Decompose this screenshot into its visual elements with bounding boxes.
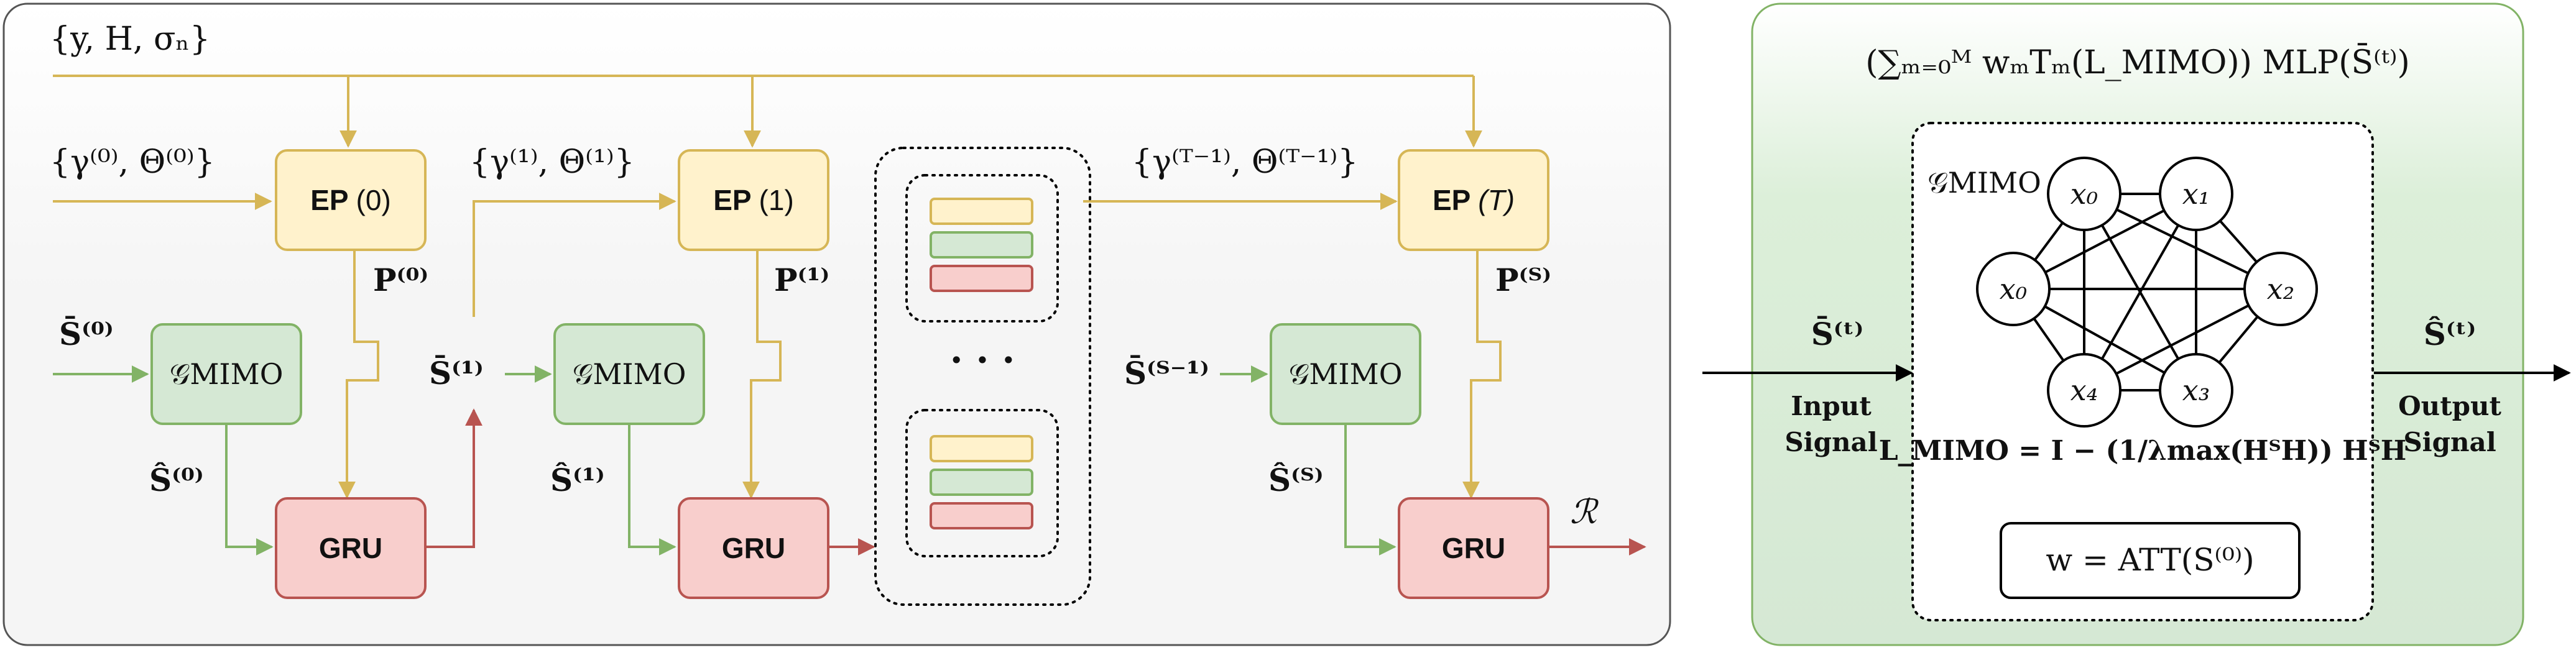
ep-block-T-index: (T) bbox=[1478, 184, 1515, 216]
gru-block-0-label: GRU bbox=[319, 532, 382, 564]
p-label-T: P⁽ᵀ⁾ bbox=[1495, 262, 1551, 298]
panel-output-symbol: Ŝ⁽ᵗ⁾ bbox=[2424, 316, 2476, 352]
panel-output-text-2: Signal bbox=[2403, 427, 2496, 457]
graph-node-x1: x₁ bbox=[2159, 157, 2233, 231]
ellipsis-dots: · · · bbox=[950, 339, 1015, 382]
gru-block-T-label: GRU bbox=[1442, 532, 1505, 564]
graph-dashed-box bbox=[1911, 122, 2374, 621]
ep-block-0-index: (0) bbox=[356, 184, 391, 216]
gru-block-T: GRU bbox=[1398, 497, 1549, 599]
ep-block-0: EP (0) bbox=[275, 149, 427, 251]
svg-text:x₀: x₀ bbox=[2000, 272, 2027, 306]
svg-text:x₂: x₂ bbox=[2267, 272, 2294, 306]
gnn-block-T-label: 𝒢MIMO bbox=[1289, 357, 1403, 391]
panel-attention: w = ATT(S⁽⁰⁾) bbox=[2046, 542, 2254, 578]
gru-block-1-label: GRU bbox=[722, 532, 785, 564]
ep-block-T-label: EP bbox=[1433, 184, 1470, 216]
gnn-block-T: 𝒢MIMO bbox=[1270, 323, 1421, 425]
graph-node-x4: x₄ bbox=[2047, 353, 2121, 428]
ep-block-1-label: EP bbox=[713, 184, 751, 216]
output-label: ℛ bbox=[1570, 492, 1599, 531]
shat-label-1: Ŝ⁽¹⁾ bbox=[550, 462, 605, 498]
gnn-block-1-label: 𝒢MIMO bbox=[573, 357, 686, 391]
p-label-1: P⁽¹⁾ bbox=[774, 262, 829, 298]
init-1-label: {γ⁽¹⁾, Θ⁽¹⁾} bbox=[469, 144, 635, 181]
panel-output-text-1: Output bbox=[2398, 391, 2501, 421]
global-input-label: {y, H, σₙ} bbox=[50, 21, 210, 58]
ep-block-T: EP (T) bbox=[1398, 149, 1549, 251]
global-input-lines bbox=[53, 75, 1482, 148]
gru-block-0: GRU bbox=[275, 497, 427, 599]
ep-block-0-label: EP bbox=[310, 184, 348, 216]
svg-text:EP (1): EP (1) bbox=[713, 184, 794, 216]
gru-0-output-arrow bbox=[425, 408, 482, 548]
panel-formula-top: (∑ₘ₌₀ᴹ wₘTₘ(L_MIMO)) MLP(S̄⁽ᵗ⁾) bbox=[1865, 43, 2410, 81]
panel-laplacian: L_MIMO = I − (1/λmax(HᵀH)) HᵀH bbox=[1879, 435, 2407, 467]
gnn-to-gru-links bbox=[225, 424, 1396, 556]
ellipsis-group: · · · bbox=[874, 147, 1091, 606]
shat-label-0: Ŝ⁽⁰⁾ bbox=[149, 462, 204, 498]
gnn-block-0: 𝒢MIMO bbox=[150, 323, 302, 425]
graph-node-x0-top: x₀ bbox=[2047, 157, 2121, 231]
gnn-block-1: 𝒢MIMO bbox=[553, 323, 705, 425]
graph-node-x0-left: x₀ bbox=[1976, 252, 2051, 326]
panel-input-text-2: Signal bbox=[1784, 427, 1877, 457]
init-T1-label: {γ⁽ᵀ⁻¹⁾, Θ⁽ᵀ⁻¹⁾} bbox=[1132, 144, 1358, 181]
sbar-label-1: S̄⁽¹⁾ bbox=[429, 354, 484, 391]
panel-graph-label: 𝒢MIMO bbox=[1927, 166, 2041, 199]
p-label-0: P⁽⁰⁾ bbox=[373, 262, 428, 298]
ep-block-1: EP (1) bbox=[678, 149, 829, 251]
panel-input-text-1: Input bbox=[1791, 391, 1872, 421]
svg-text:x₃: x₃ bbox=[2182, 373, 2210, 407]
sbar-label-0: S̄⁽⁰⁾ bbox=[59, 315, 114, 352]
svg-text:x₁: x₁ bbox=[2182, 177, 2210, 211]
shat-label-T: Ŝ⁽ᵀ⁾ bbox=[1268, 462, 1324, 498]
sbar-label-T1: S̄⁽ᵀ⁻¹⁾ bbox=[1124, 354, 1209, 391]
graph-node-x3: x₃ bbox=[2159, 353, 2233, 428]
ep-block-1-index: (1) bbox=[759, 184, 794, 216]
attention-box bbox=[2000, 522, 2301, 599]
graph-node-x2: x₂ bbox=[2243, 252, 2318, 326]
init-0-label: {γ⁽⁰⁾, Θ⁽⁰⁾} bbox=[50, 144, 215, 181]
init-1-arrow bbox=[473, 193, 676, 317]
gnn-block-0-label: 𝒢MIMO bbox=[170, 357, 284, 391]
svg-text:EP (T): EP (T) bbox=[1433, 184, 1515, 216]
svg-text:x₀: x₀ bbox=[2070, 177, 2098, 211]
svg-text:EP (0): EP (0) bbox=[310, 184, 391, 216]
gru-block-1: GRU bbox=[678, 497, 829, 599]
svg-text:x₄: x₄ bbox=[2070, 373, 2098, 407]
panel-input-symbol: S̄⁽ᵗ⁾ bbox=[1811, 315, 1863, 352]
ep-to-gru-links bbox=[338, 250, 1502, 499]
